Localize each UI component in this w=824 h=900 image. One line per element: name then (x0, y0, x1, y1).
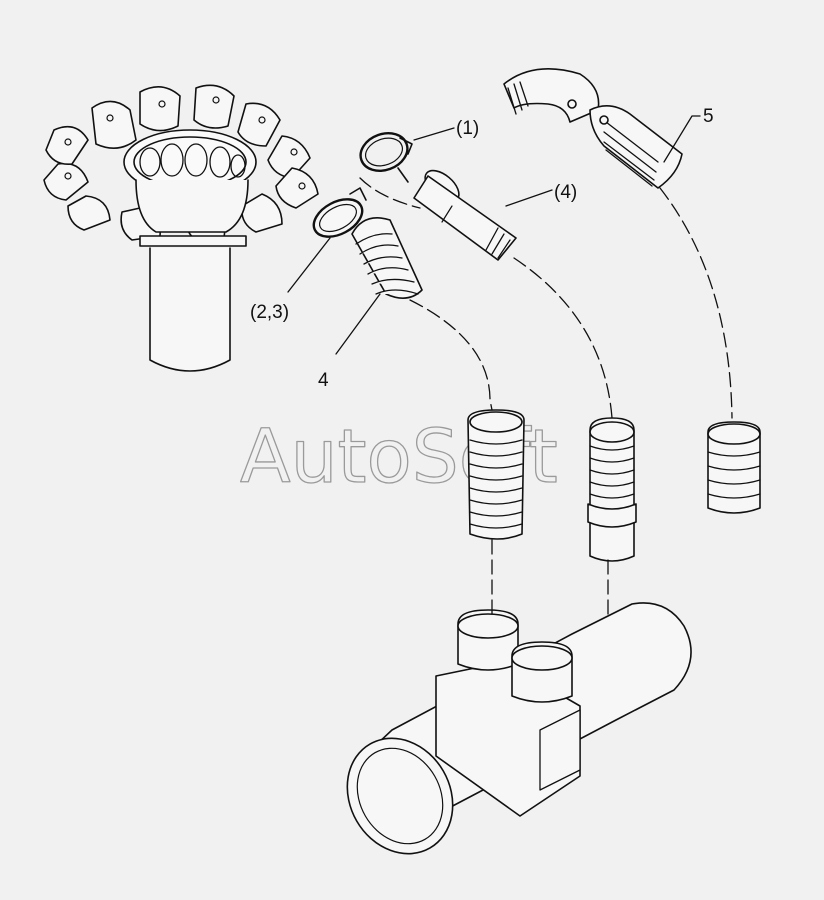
callout-clamp-2-3: (2,3) (250, 302, 289, 323)
head-cylinder (149, 247, 231, 372)
distributor-head (43, 84, 319, 372)
hose-4-part (351, 217, 423, 299)
callout-elbow-5: 5 (703, 106, 714, 127)
connector-4-part (413, 169, 517, 261)
assembly-lines (359, 177, 733, 617)
lower-hose-right (587, 417, 637, 562)
lower-hose-5 (707, 421, 761, 514)
hub-base (139, 235, 247, 247)
cup-holes (64, 96, 306, 190)
hub-ports (139, 143, 246, 178)
clamp-1-part (359, 131, 413, 183)
clamp-2-3-part (312, 187, 367, 238)
hub-collar (135, 179, 249, 233)
callout-hose-4: 4 (318, 370, 329, 391)
manifold (346, 602, 692, 855)
callout-clamp-1: (1) (456, 118, 479, 139)
lower-hose-left (467, 409, 525, 540)
elbow-5-part (503, 68, 683, 189)
callout-connector-4: (4) (554, 182, 577, 203)
leader-lines (287, 115, 701, 355)
